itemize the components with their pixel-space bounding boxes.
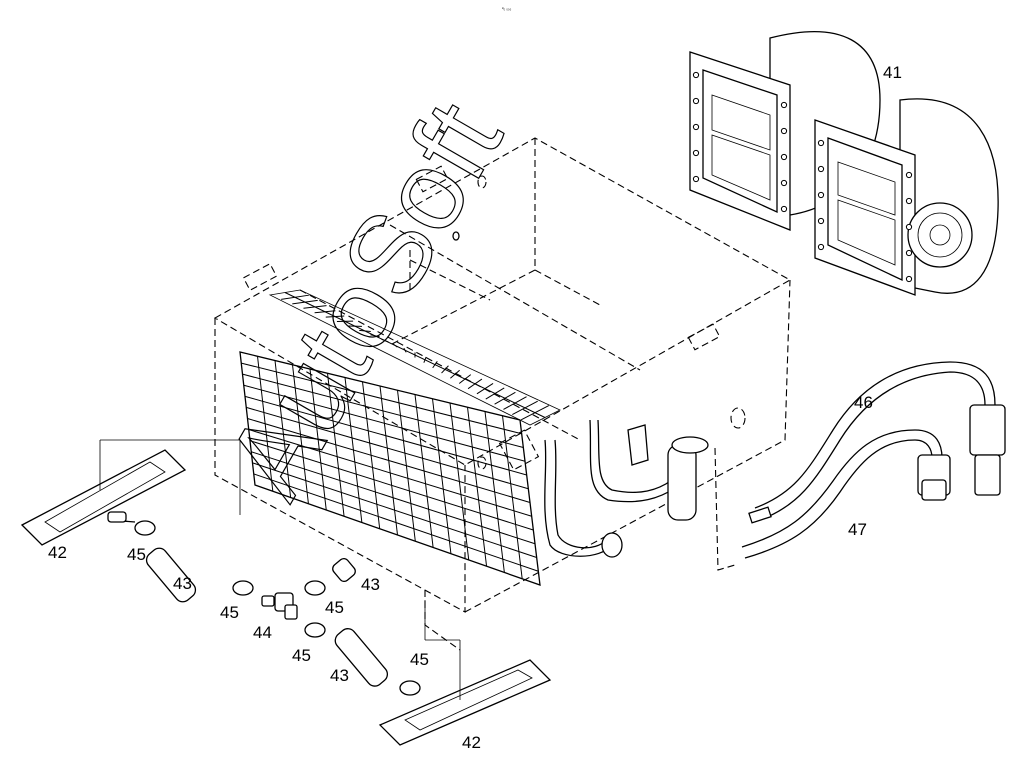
callout-47: 47	[848, 520, 867, 539]
duct-outlet-top	[20, 439, 241, 546]
corner-mark: ª₀ ₀₀₀	[502, 6, 512, 11]
inner-core	[268, 289, 561, 426]
duct-outlet-bottom	[378, 600, 552, 746]
callout-45-a: 45	[127, 545, 146, 564]
callout-45-b: 45	[220, 603, 239, 622]
callout-42-bottom: 42	[462, 733, 481, 752]
internal-pipes	[544, 419, 709, 558]
callout-43-left: 43	[173, 574, 192, 593]
callout-42-top: 42	[48, 543, 67, 562]
blower-motor-right	[814, 98, 999, 296]
callout-44: 44	[253, 623, 272, 642]
callout-46: 46	[854, 393, 873, 412]
callout-43-right: 43	[361, 575, 380, 594]
connecting-hoses	[107, 511, 421, 696]
callout-43-bottom: 43	[330, 666, 349, 685]
callout-45-d: 45	[292, 646, 311, 665]
heater-core-grid	[239, 351, 541, 586]
callout-45-c: 45	[325, 598, 344, 617]
watermark: AutoSoft	[203, 82, 526, 517]
hose-46	[748, 361, 1006, 524]
callout-45-e: 45	[410, 650, 429, 669]
callout-41: 41	[883, 63, 902, 82]
hose-47	[741, 429, 951, 559]
